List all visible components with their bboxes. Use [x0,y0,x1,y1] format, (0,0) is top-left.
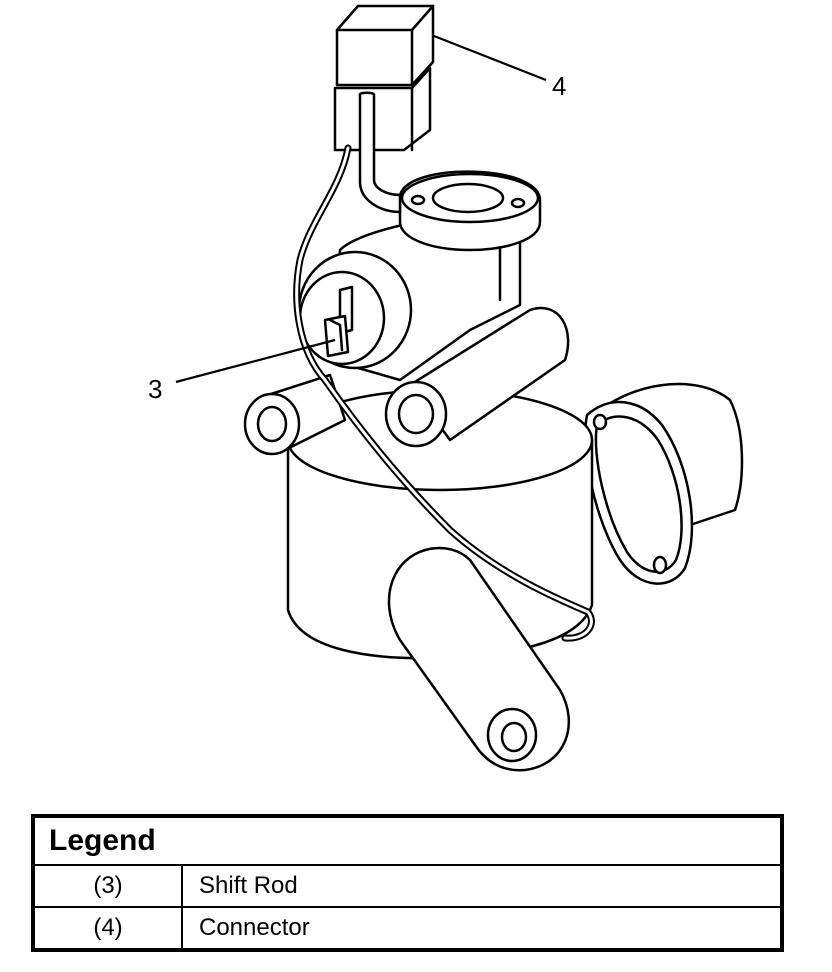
shift-switch-illustration [175,4,744,772]
legend-header-row: Legend [32,815,783,866]
legend-row-number: (3) [32,864,183,908]
leader-lines [175,34,547,384]
legend-row-label: Connector [181,906,783,951]
shift-rod [323,285,354,358]
right-tube [384,306,570,448]
outlet-elbow [584,382,744,585]
legend-table: Legend (3) Shift Rod (4) Connector [31,814,784,952]
wire-harness [293,144,595,642]
legend-title: Legend [32,815,783,866]
callout-number-3: 3 [148,374,163,404]
callout-number-4: 4 [552,71,567,101]
legend-row: (4) Connector [32,906,783,951]
legend-row-label: Shift Rod [181,864,783,908]
rod-boss [297,250,413,370]
legend-row: (3) Shift Rod [32,864,783,908]
lever-arm [387,546,570,772]
connector-body [333,4,435,214]
left-tube [243,373,347,456]
legend-row-number: (4) [32,906,183,951]
